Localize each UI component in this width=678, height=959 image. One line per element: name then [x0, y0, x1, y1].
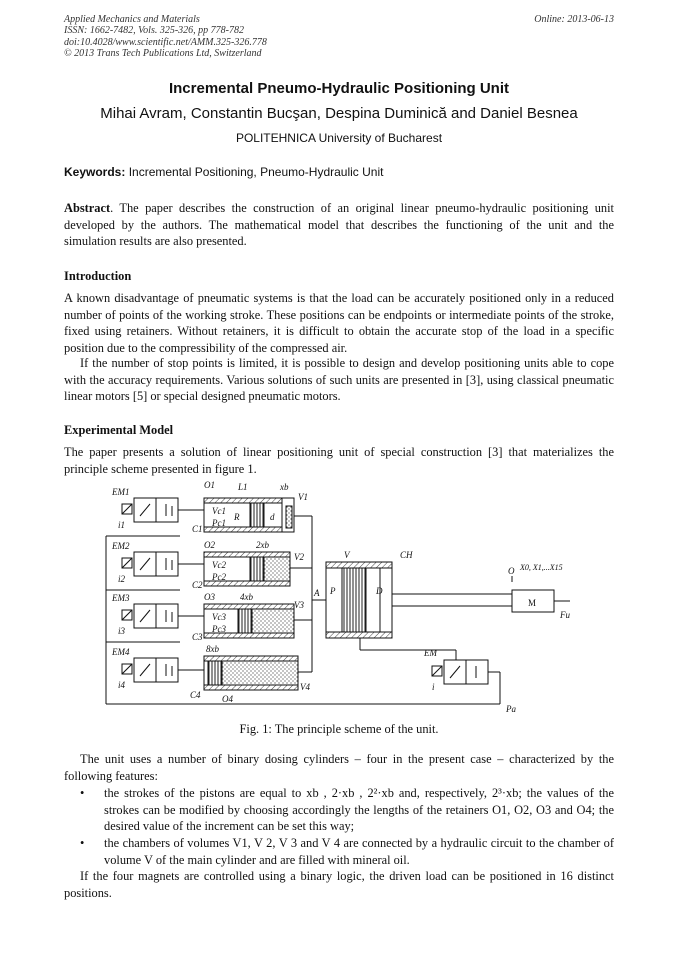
bullet-text-strokes: the strokes of the pistons are equal to …: [104, 786, 614, 834]
label-8xb: 8xb: [206, 644, 219, 654]
label-ch: CH: [400, 550, 413, 560]
label-v2: V2: [294, 552, 304, 562]
label-2xb: 2xb: [256, 540, 269, 550]
label-em3: EM3: [111, 593, 130, 603]
label-o1: O1: [204, 480, 215, 490]
label-x-range: X0, X1,...X15: [519, 563, 563, 572]
label-c4: C4: [190, 690, 201, 700]
keywords-text: Incremental Positioning, Pneumo-Hydrauli…: [125, 165, 384, 179]
abstract-paragraph: Abstract. The paper describes the constr…: [64, 200, 614, 250]
introduction-heading: Introduction: [64, 269, 132, 283]
label-pa: Pa: [505, 704, 516, 714]
bullet-text-chambers: the chambers of volumes V1, V 2, V 3 and…: [104, 836, 614, 867]
label-fu: Fu: [559, 610, 570, 620]
label-o: O: [508, 566, 515, 576]
label-em4: EM4: [111, 647, 130, 657]
experimental-paragraph-1: The paper presents a solution of linear …: [64, 445, 614, 476]
label-em2: EM2: [111, 541, 130, 551]
label-vc2: Vc2: [212, 560, 226, 570]
label-o3: O3: [204, 592, 215, 602]
body-paragraph-binary: If the four magnets are controlled using…: [64, 869, 614, 900]
label-l1: L1: [237, 482, 248, 492]
bullet-item-chambers: • the chambers of volumes V1, V 2, V 3 a…: [64, 835, 614, 868]
copyright-line: © 2013 Trans Tech Publications Ltd, Swit…: [64, 48, 262, 60]
label-i3: i3: [118, 626, 126, 636]
bullet-item-strokes: • the strokes of the pistons are equal t…: [64, 785, 614, 835]
label-em1: EM1: [111, 487, 130, 497]
label-v-main: V: [344, 550, 351, 560]
label-i: i: [432, 682, 435, 692]
valve-em2: [121, 551, 179, 577]
experimental-heading: Experimental Model: [64, 423, 174, 437]
body-paragraph-features: The unit uses a number of binary dosing …: [64, 752, 614, 783]
figure-caption: Fig. 1: The principle scheme of the unit…: [239, 722, 439, 736]
dosing-cylinder-1: [203, 497, 295, 533]
paper-title: Incremental Pneumo-Hydraulic Positioning…: [168, 80, 510, 97]
label-o4: O4: [222, 694, 233, 704]
keywords-line: Keywords: Incremental Positioning, Pneum…: [64, 165, 383, 179]
label-pc2: Pc2: [211, 572, 226, 582]
label-em: EM: [423, 648, 437, 658]
valve-em: [359, 638, 501, 704]
label-m: M: [528, 598, 536, 608]
principle-scheme-figure: EM1 EM2 EM3 EM4 EM i1 i2 i3 i4 i O1 L1 x…: [105, 480, 570, 714]
label-a: A: [313, 588, 320, 598]
label-c3: C3: [192, 632, 203, 642]
introduction-paragraph-2: If the number of stop points is limited,…: [64, 356, 614, 404]
paper-authors: Mihai Avram, Constantin Bucşan, Despina …: [100, 105, 578, 122]
publication-header: Applied Mechanics and Materials ISSN: 16…: [64, 14, 267, 60]
label-d-big: D: [375, 586, 383, 596]
label-c2: C2: [192, 580, 203, 590]
keywords-label: Keywords:: [64, 165, 126, 179]
label-4xb: 4xb: [240, 592, 253, 602]
label-v1: V1: [298, 492, 308, 502]
valve-em4: [121, 657, 179, 683]
dosing-cylinder-4: [203, 655, 299, 691]
main-cylinder: [325, 561, 513, 639]
bullet-dot: •: [80, 836, 85, 850]
label-d-small-1: d: [270, 512, 275, 522]
issn-line: ISSN: 1662-7482, Vols. 325-326, pp 778-7…: [64, 25, 244, 37]
label-xb: xb: [279, 482, 289, 492]
label-v4: V4: [300, 682, 310, 692]
label-i1: i1: [118, 520, 125, 530]
label-p: P: [329, 586, 336, 596]
label-pc1: Pc1: [211, 518, 226, 528]
label-v3: V3: [294, 600, 304, 610]
doi-line: doi:10.4028/www.scientific.net/AMM.325-3…: [64, 36, 267, 48]
introduction-paragraph-1: A known disadvantage of pneumatic system…: [64, 291, 614, 356]
label-o2: O2: [204, 540, 215, 550]
valve-em3: [121, 603, 179, 629]
affiliation: POLITEHNICA University of Bucharest: [235, 131, 443, 145]
online-date: Online: 2013-06-13: [534, 14, 614, 25]
journal-name: Applied Mechanics and Materials: [64, 14, 200, 25]
label-vc1: Vc1: [212, 506, 226, 516]
abstract-text: . The paper describes the construction o…: [64, 201, 614, 249]
label-r: R: [233, 512, 240, 522]
label-c1: C1: [192, 524, 203, 534]
dosing-cylinder-3: [203, 603, 295, 639]
label-i2: i2: [118, 574, 126, 584]
label-pc3: Pc3: [211, 624, 226, 634]
label-vc3: Vc3: [212, 612, 226, 622]
label-i4: i4: [118, 680, 126, 690]
bullet-dot: •: [80, 786, 85, 800]
dosing-cylinder-2: [203, 551, 291, 587]
valve-em1: [121, 497, 179, 523]
abstract-label: Abstract: [64, 201, 111, 215]
